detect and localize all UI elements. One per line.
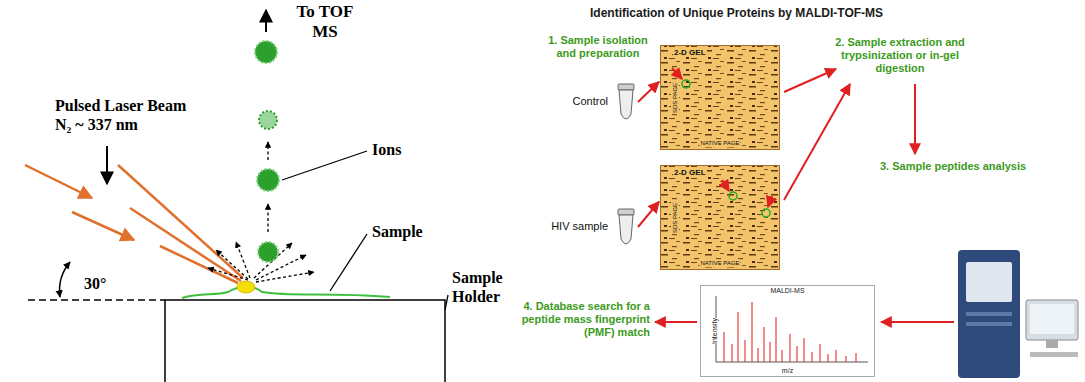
step-label: 3. Sample peptides analysis bbox=[880, 160, 1026, 173]
leader-line bbox=[445, 295, 448, 310]
angle-mark bbox=[28, 299, 165, 301]
sample-holder bbox=[165, 300, 445, 382]
node-text: Control bbox=[573, 94, 608, 108]
mass-spectrometer bbox=[958, 250, 1078, 378]
mass-spectrometer bbox=[1046, 340, 1058, 348]
spectrum-plot bbox=[700, 285, 875, 377]
sample-tube: HIV sample bbox=[616, 207, 636, 247]
flow-arrow bbox=[655, 321, 697, 323]
node-text: MALDI-MS bbox=[770, 287, 804, 295]
node-text: NATIVE PAGE bbox=[699, 139, 740, 147]
spot-marker bbox=[672, 68, 772, 217]
laser-beam bbox=[118, 165, 243, 278]
flow-arrow bbox=[638, 202, 659, 227]
spot-marker bbox=[762, 209, 770, 217]
sample-tube bbox=[618, 209, 634, 215]
spot-marker bbox=[729, 192, 737, 200]
desorption-plume bbox=[254, 243, 292, 278]
diagram-title: Identification of Unique Proteins by MAL… bbox=[590, 6, 883, 20]
laser-label: Pulsed Laser Beam N₂ ~ 337 nm bbox=[55, 96, 195, 134]
gel-image bbox=[660, 165, 780, 270]
laser-beam bbox=[160, 246, 238, 283]
laser-beam bbox=[25, 165, 92, 198]
mass-spectrometer bbox=[1030, 352, 1078, 357]
desorption-plume bbox=[267, 142, 268, 160]
leader-line bbox=[330, 234, 367, 291]
sample-film bbox=[237, 281, 255, 293]
gel-image bbox=[660, 45, 780, 270]
sample-tube bbox=[618, 84, 634, 244]
part-label: Sample bbox=[372, 222, 423, 241]
spectrum-box: MALDI-MS Intensity m/z bbox=[700, 285, 875, 377]
ion bbox=[265, 10, 267, 32]
node-text: 2-D GEL bbox=[673, 168, 707, 177]
spot-marker bbox=[768, 196, 772, 207]
mass-spectrometer bbox=[966, 322, 1012, 326]
node-text: NATIVE PAGE bbox=[699, 259, 740, 267]
desorption-plume bbox=[256, 272, 314, 282]
ion bbox=[255, 41, 277, 63]
sample-tube bbox=[619, 215, 633, 244]
flow-arrow bbox=[784, 69, 836, 92]
gel-box: 2-D GEL SDS PAGE NATIVE PAGE bbox=[660, 165, 780, 270]
laser-beam bbox=[130, 208, 241, 281]
spectrum-plot bbox=[724, 302, 856, 362]
mass-spectrometer bbox=[966, 312, 1012, 316]
node-text: HIV sample bbox=[551, 219, 608, 233]
node-text: 2-D GEL bbox=[673, 48, 707, 57]
flow-arrow bbox=[914, 84, 916, 154]
step-label: 1. Sample isolation and preparation bbox=[542, 34, 654, 60]
angle-mark bbox=[28, 262, 165, 300]
ion bbox=[258, 242, 278, 262]
gel-image bbox=[660, 165, 780, 270]
angle-mark bbox=[60, 262, 70, 297]
angle-label: 30° bbox=[84, 274, 106, 293]
sample-holder bbox=[165, 300, 445, 382]
ion bbox=[259, 111, 277, 129]
node-text: Intensity bbox=[711, 318, 719, 344]
node-text: m/z bbox=[782, 367, 793, 375]
sample-tube bbox=[618, 84, 634, 90]
gel-image bbox=[660, 45, 780, 150]
node-text: SDS PAGE bbox=[671, 201, 679, 233]
part-label: Sample Holder bbox=[452, 268, 524, 306]
spot-marker bbox=[672, 68, 682, 79]
laser-beam bbox=[25, 146, 243, 283]
sample-film bbox=[182, 287, 390, 298]
sample-tube: Control bbox=[616, 82, 636, 122]
leader-line bbox=[282, 151, 367, 180]
step-label: 4. Database search for a peptide mass fi… bbox=[514, 300, 650, 339]
flow-arrow bbox=[881, 321, 954, 323]
laser-beam bbox=[106, 146, 108, 184]
mass-spectrometer bbox=[958, 250, 1020, 378]
desorption-plume bbox=[216, 250, 248, 279]
part-label: Ions bbox=[372, 140, 401, 159]
gel-image bbox=[660, 45, 780, 150]
node-text: SDS PAGE bbox=[671, 81, 679, 113]
step-label: 2. Sample extraction and trypsinization … bbox=[820, 36, 980, 75]
flow-arrow bbox=[784, 84, 850, 200]
spectrum-plot bbox=[716, 362, 868, 363]
gel-box: 2-D GEL SDS PAGE NATIVE PAGE bbox=[660, 45, 780, 150]
desorption-plume bbox=[236, 242, 250, 278]
spot-marker bbox=[722, 180, 729, 191]
flow-arrow bbox=[638, 82, 659, 102]
ion bbox=[257, 169, 279, 191]
laser-beam bbox=[72, 212, 134, 240]
mass-spectrometer bbox=[966, 262, 1012, 302]
mass-spectrometer bbox=[1026, 300, 1078, 340]
spectrum-plot bbox=[700, 285, 875, 377]
destination-label: To TOF MS bbox=[290, 2, 360, 42]
spot-marker bbox=[682, 80, 690, 88]
sample-tube bbox=[619, 90, 633, 119]
desorption-plume bbox=[267, 204, 268, 232]
desorption-plume bbox=[208, 142, 314, 282]
sample-film bbox=[182, 281, 390, 298]
ion bbox=[255, 10, 279, 262]
leader-line bbox=[282, 151, 448, 310]
mass-spectrometer bbox=[1030, 304, 1074, 334]
